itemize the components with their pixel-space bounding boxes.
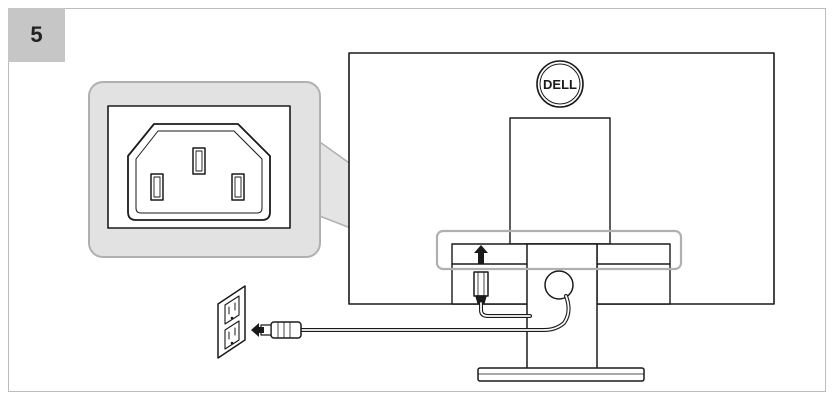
arrow-up-icon: [474, 245, 488, 264]
step-number: 5: [30, 22, 43, 47]
step-badge: 5: [8, 8, 65, 62]
wall-plug-icon: [260, 321, 302, 339]
power-plug-icon: [473, 271, 489, 304]
arrow-left-icon: [251, 323, 264, 337]
dell-logo-text: DELL: [543, 77, 577, 92]
connector-highlight-frame: [435, 229, 683, 271]
wall-outlet-icon: [217, 285, 246, 359]
power-inlet-icon: [127, 123, 271, 221]
monitor-stand: [477, 243, 645, 382]
dell-logo: DELL: [536, 60, 584, 108]
